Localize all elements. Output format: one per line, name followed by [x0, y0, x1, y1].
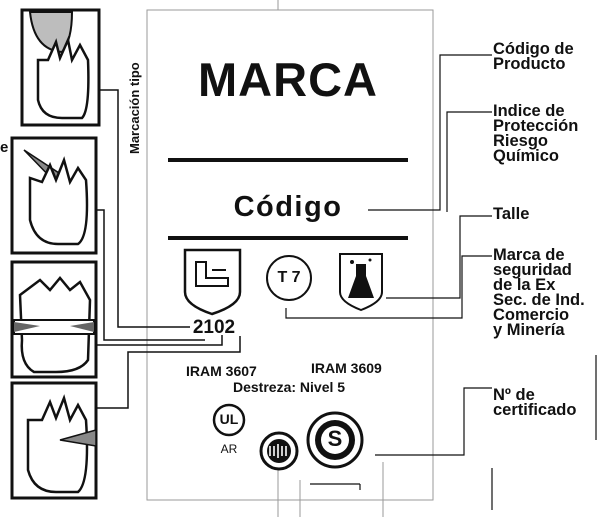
- callout-leader-lines: [285, 54, 597, 510]
- callout-line: Indice de: [493, 102, 565, 120]
- callout-security-mark: Marca de seguridad de la Ex Sec. de Ind.…: [493, 246, 585, 339]
- label-frame: [146, 9, 434, 501]
- marking-type-label: Marcación tipo: [127, 62, 142, 154]
- glove-panel-2: [10, 136, 98, 255]
- ul-logo-icon: [212, 403, 246, 437]
- callout-line: de la Ex: [493, 276, 556, 294]
- divider-bottom: [168, 236, 408, 240]
- callout-size: Talle: [493, 205, 530, 223]
- callout-line: Nº de: [493, 386, 535, 404]
- code-text: Código: [233, 191, 343, 223]
- callout-line: Producto: [493, 55, 566, 73]
- iram-3609-text: IRAM 3609: [311, 360, 382, 376]
- shield-pictogram: [183, 248, 242, 316]
- glove-panel-4: [10, 381, 98, 500]
- s-mark-text: S: [327, 426, 343, 451]
- brand-text: MARCA: [198, 53, 378, 106]
- panel-leader-lines: [96, 89, 241, 409]
- callout-line: Protección: [493, 117, 579, 135]
- size-circle: [266, 255, 312, 301]
- rating-number-text: 2102: [192, 317, 236, 338]
- callout-product-code: Código de Producto: [493, 40, 574, 73]
- glove-panel-3: [10, 260, 98, 379]
- callout-line: Talle: [493, 205, 530, 223]
- callout-chemical-index: Indice de Protección Riesgo Químico: [493, 102, 579, 165]
- callout-certificate: Nº de certificado: [493, 386, 577, 419]
- s-seal-icon: [306, 411, 364, 469]
- dexterity-text: Destreza: Nivel 5: [233, 379, 346, 395]
- callout-line: Comercio: [493, 306, 570, 324]
- ul-mark-text: UL: [219, 411, 239, 427]
- divider-top: [168, 158, 408, 162]
- callout-line: y Minería: [493, 321, 565, 339]
- flask-shield-icon: [339, 253, 383, 312]
- callout-line: Marca de: [493, 246, 565, 264]
- callout-line: Código de: [493, 40, 574, 58]
- size-marking-text: T 7: [277, 269, 301, 286]
- left-cut-letter: e: [0, 139, 9, 156]
- callout-line: certificado: [493, 401, 577, 419]
- iram-seal-icon: [259, 431, 299, 471]
- ul-sub-text: AR: [220, 442, 238, 456]
- glove-panel-1: [20, 8, 101, 127]
- callout-line: Riesgo: [493, 132, 549, 150]
- callout-line: seguridad: [493, 261, 572, 279]
- callout-line: Químico: [493, 147, 560, 165]
- callout-line: Sec. de Ind.: [493, 291, 585, 309]
- iram-3607-text: IRAM 3607: [186, 363, 257, 379]
